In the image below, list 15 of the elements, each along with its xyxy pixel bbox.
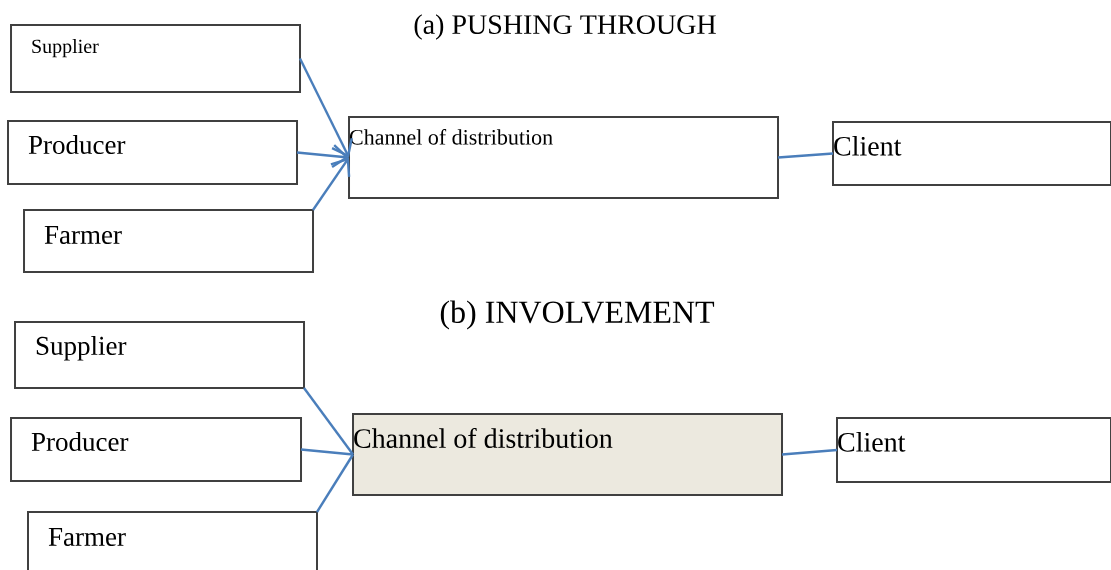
box: Channel of distribution (352, 413, 783, 496)
box: Supplier (14, 321, 305, 389)
box: Client (836, 417, 1111, 483)
box: Farmer (27, 511, 318, 570)
arrow (312, 157, 351, 211)
box: Supplier (10, 24, 301, 93)
arrow (298, 57, 353, 158)
section-heading: (b) INVOLVEMENT (440, 300, 715, 330)
section-heading: (a) PUSHING THROUGH (414, 14, 716, 40)
box: Channel of distribution (348, 116, 779, 199)
box: Client (832, 121, 1111, 186)
box: Producer (7, 120, 298, 185)
arrow (296, 144, 349, 168)
box: Farmer (23, 209, 314, 273)
box: Producer (10, 417, 302, 482)
